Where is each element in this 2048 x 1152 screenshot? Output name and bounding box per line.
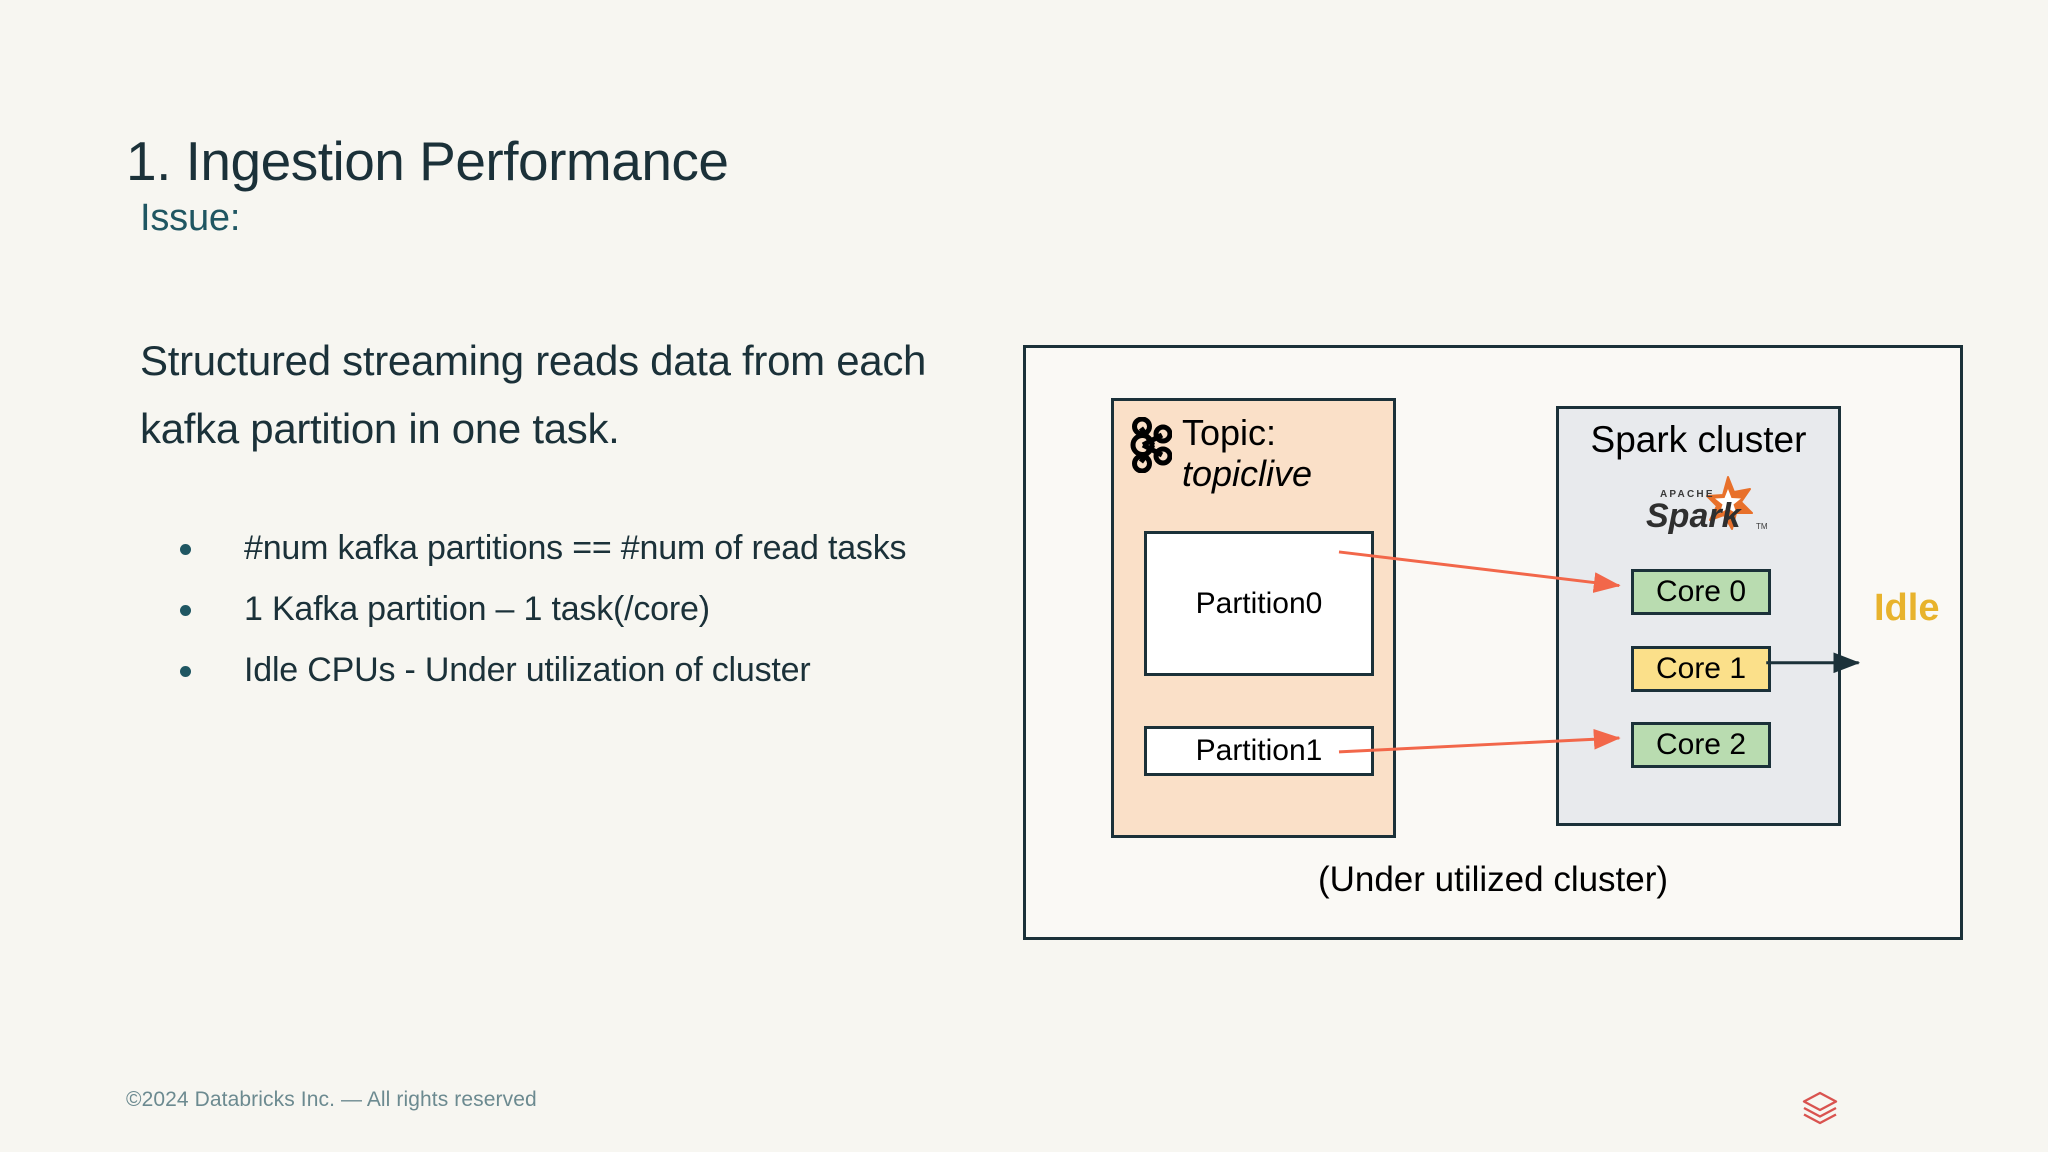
svg-text:Spark: Spark — [1646, 497, 1743, 535]
partition-box-0: Partition0 — [1144, 531, 1374, 676]
diagram-caption: (Under utilized cluster) — [1317, 860, 1669, 899]
core-box-2: Core 2 — [1631, 722, 1771, 768]
topic-title-block: Topic: topiclive — [1182, 413, 1312, 495]
partition-box-1: Partition1 — [1144, 726, 1374, 776]
bullet-list: #num kafka partitions == #num of read ta… — [168, 518, 988, 701]
idle-annotation: Idle — [1874, 586, 1940, 629]
kafka-icon — [1130, 417, 1172, 473]
bullet-dot-icon — [180, 666, 191, 677]
spark-cluster-title: Spark cluster — [1590, 419, 1807, 460]
core-box-0: Core 0 — [1631, 569, 1771, 615]
body-paragraph: Structured streaming reads data from eac… — [140, 337, 927, 452]
databricks-logo — [1802, 1091, 1838, 1125]
list-item-label: #num kafka partitions == #num of read ta… — [244, 529, 907, 567]
core-box-1: Core 1 — [1631, 646, 1771, 692]
topic-name: topiclive — [1182, 453, 1313, 494]
architecture-diagram: Topic: topiclive Partition0 Partition1 S… — [1023, 345, 1963, 940]
spark-cluster-panel: Spark cluster APACHE Spark TM Core 0 Cor… — [1556, 406, 1841, 826]
apache-spark-logo: APACHE Spark TM — [1646, 476, 1768, 535]
footer-copyright: ©2024 Databricks Inc. — All rights reser… — [126, 1088, 537, 1111]
bullet-dot-icon — [180, 605, 191, 616]
list-item-label: 1 Kafka partition – 1 task(/core) — [244, 590, 710, 628]
issue-label: Issue: — [140, 197, 241, 239]
svg-text:TM: TM — [1756, 522, 1768, 531]
page-title: 1. Ingestion Performance — [126, 129, 729, 192]
svg-text:APACHE: APACHE — [1660, 489, 1715, 500]
topic-header: Topic: topiclive — [1128, 413, 1312, 495]
bullet-dot-icon — [180, 544, 191, 555]
list-item: 1 Kafka partition – 1 task(/core) — [168, 579, 988, 640]
topic-label: Topic: — [1182, 412, 1277, 453]
list-item: #num kafka partitions == #num of read ta… — [168, 518, 988, 579]
list-item: Idle CPUs - Under utilization of cluster — [168, 640, 988, 701]
list-item-label: Idle CPUs - Under utilization of cluster — [244, 651, 811, 689]
kafka-topic-panel: Topic: topiclive Partition0 Partition1 — [1111, 398, 1396, 838]
